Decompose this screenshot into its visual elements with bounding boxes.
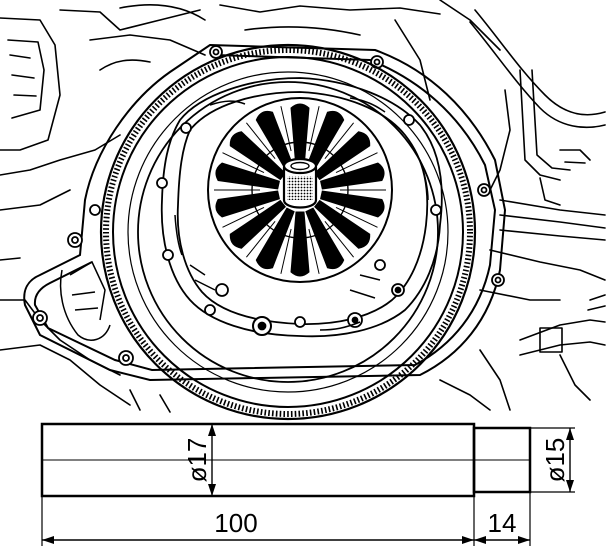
length-main-label: 100: [214, 508, 257, 538]
spring-finger: [314, 199, 371, 249]
housing-pocket: [59, 260, 111, 341]
spring-finger: [305, 110, 345, 173]
spring-finger: [320, 190, 385, 218]
flywheel: [99, 43, 477, 421]
alignment-tool-installed: [282, 157, 318, 209]
flywheel-inner-rim: [112, 56, 464, 408]
diameter-pilot-label: ø15: [540, 438, 570, 483]
engine-background: [0, 0, 606, 413]
diaphragm-spring-fingers: [207, 97, 393, 283]
flywheel-outer-rim: [99, 43, 477, 421]
spring-finger: [255, 110, 295, 173]
spring-finger: [314, 131, 371, 181]
spring-finger: [305, 207, 345, 270]
engine-adapter-plate: [23, 43, 507, 382]
cover-straps: [174, 97, 429, 331]
clutch-pressure-plate: [156, 77, 443, 338]
diaphragm-center: [251, 141, 349, 239]
spring-finger: [229, 131, 286, 181]
spring-finger: [229, 199, 286, 249]
mandrel-dimension-drawing: [40, 422, 575, 546]
diaphragm-outer-ring: [207, 97, 393, 283]
spring-finger: [290, 103, 310, 169]
length-pilot-label: 14: [488, 508, 517, 538]
spring-finger: [215, 162, 280, 190]
spring-finger: [290, 211, 310, 277]
spring-finger: [320, 162, 385, 190]
spring-finger: [215, 190, 280, 218]
diameter-main-label: ø17: [182, 438, 212, 483]
flywheel-ring-gear-teeth: [103, 47, 473, 417]
spring-finger: [255, 207, 295, 270]
